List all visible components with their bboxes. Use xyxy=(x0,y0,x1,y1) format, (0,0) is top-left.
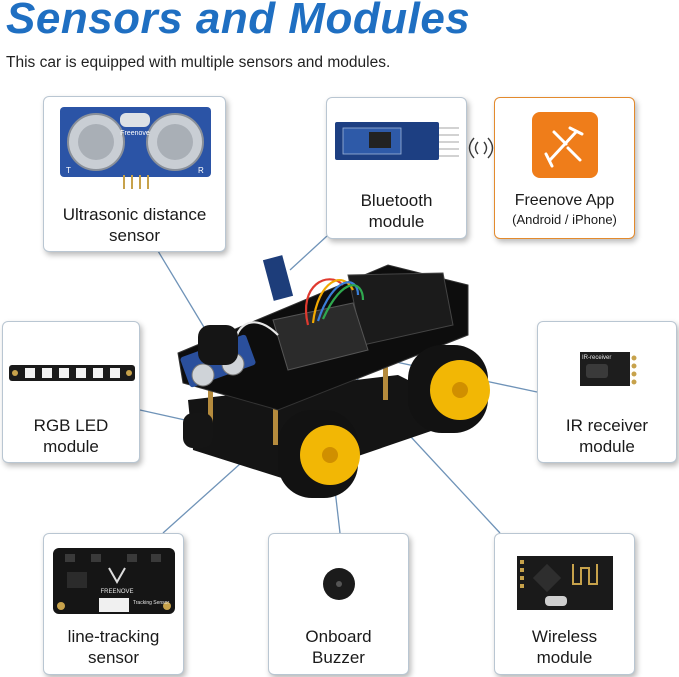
wireless-label-line1: Wireless xyxy=(531,627,598,646)
wheel-icon xyxy=(278,410,360,498)
rgb-led-label-line1: RGB LED xyxy=(33,416,109,435)
ir-receiver-silk: IR-receiver xyxy=(582,355,611,361)
app-label-line2: (Android / iPhone) xyxy=(512,212,617,227)
rgb-led-label-line2: module xyxy=(43,437,99,456)
tracking-silk-brand: FREENOVE xyxy=(100,589,133,595)
ir-receiver-image: IR-receiver xyxy=(580,352,637,386)
buzzer-label-line1: Onboard xyxy=(305,627,372,646)
ultrasonic-label-line2: sensor xyxy=(108,226,161,245)
line-tracking-card: FREENOVE Tracking Sensor line-tracking s… xyxy=(43,533,184,675)
buzzer-image xyxy=(323,568,355,600)
line-tracking-label-line1: line-tracking xyxy=(67,627,160,646)
bluetooth-module-card: Bluetooth module xyxy=(326,97,467,239)
freenove-app-icon xyxy=(532,112,598,178)
line-bluetooth xyxy=(289,235,328,271)
bluetooth-module-image xyxy=(335,122,459,160)
ultrasonic-silk-brand: Freenove xyxy=(120,130,150,137)
tracking-silk-tag: Tracking Sensor xyxy=(133,600,170,606)
wireless-label-line2: module xyxy=(536,648,593,667)
ir-receiver-label-line2: module xyxy=(579,437,635,456)
buzzer-card: Onboard Buzzer xyxy=(268,533,409,675)
ultrasonic-silk-t: T xyxy=(66,166,71,175)
wireless-module-card: Wireless module xyxy=(494,533,635,675)
ultrasonic-label-line1: Ultrasonic distance xyxy=(62,205,207,224)
bluetooth-label-line2: module xyxy=(368,212,425,231)
line-tracking xyxy=(162,454,251,534)
page-subtitle: This car is equipped with multiple senso… xyxy=(6,54,391,71)
freenove-app-card: Freenove App (Android / iPhone) xyxy=(494,97,635,239)
signal-icon xyxy=(468,137,494,159)
rgb-led-module-image xyxy=(9,365,135,381)
rgb-led-card: RGB LED module xyxy=(2,321,140,463)
line-tracking-sensor-image: FREENOVE Tracking Sensor xyxy=(53,548,175,614)
ultrasonic-sensor-image: Freenove T R xyxy=(60,107,211,189)
ir-receiver-card: IR-receiver IR receiver module xyxy=(537,321,677,463)
page-title: Sensors and Modules xyxy=(6,0,471,43)
line-tracking-label-line2: sensor xyxy=(87,648,140,667)
ultrasonic-silk-r: R xyxy=(198,166,204,175)
robot-car-image xyxy=(177,255,490,498)
bluetooth-label-line1: Bluetooth xyxy=(360,191,433,210)
app-label-line1: Freenove App xyxy=(514,192,615,209)
ultrasonic-sensor-card: Freenove T R Ultrasonic distance sensor xyxy=(43,96,226,252)
ir-receiver-label-line1: IR receiver xyxy=(565,416,649,435)
wireless-module-image xyxy=(517,556,613,610)
buzzer-label-line2: Buzzer xyxy=(312,648,365,667)
